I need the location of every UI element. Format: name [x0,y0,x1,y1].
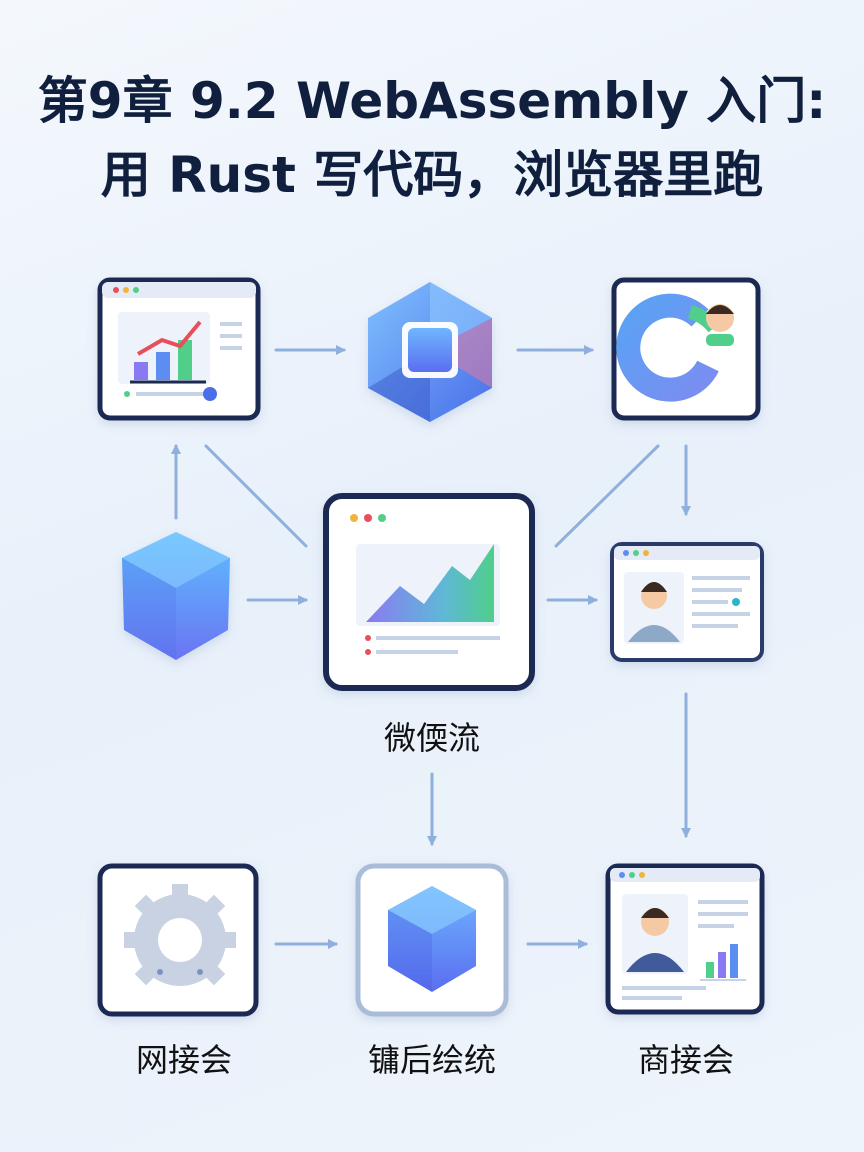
label-bottom-middle: 镛后绘统 [367,1041,496,1079]
label-bottom-left: 网接会 [135,1041,232,1079]
title-line-2: 用 Rust 写代码，浏览器里跑 [100,146,764,204]
shield-icon [122,532,230,660]
label-bottom-right: 商接会 [637,1041,734,1079]
gear-icon [97,863,259,1017]
profile-stats-window-icon [605,863,765,1015]
refresh-user-icon [611,277,761,421]
line-analytics-to-center [204,444,308,548]
title-line-1: 第9章 9.2 WebAssembly 入门: [37,72,827,130]
analytics-window-icon [97,277,261,421]
cube-icon [355,863,509,1017]
label-center: 微偄流 [383,719,480,757]
chart-window-icon [323,493,535,691]
line-refresh-to-center [554,444,660,548]
profile-window-icon [610,542,764,662]
connectors [171,345,691,949]
wasm-hexagon-icon [368,282,492,422]
